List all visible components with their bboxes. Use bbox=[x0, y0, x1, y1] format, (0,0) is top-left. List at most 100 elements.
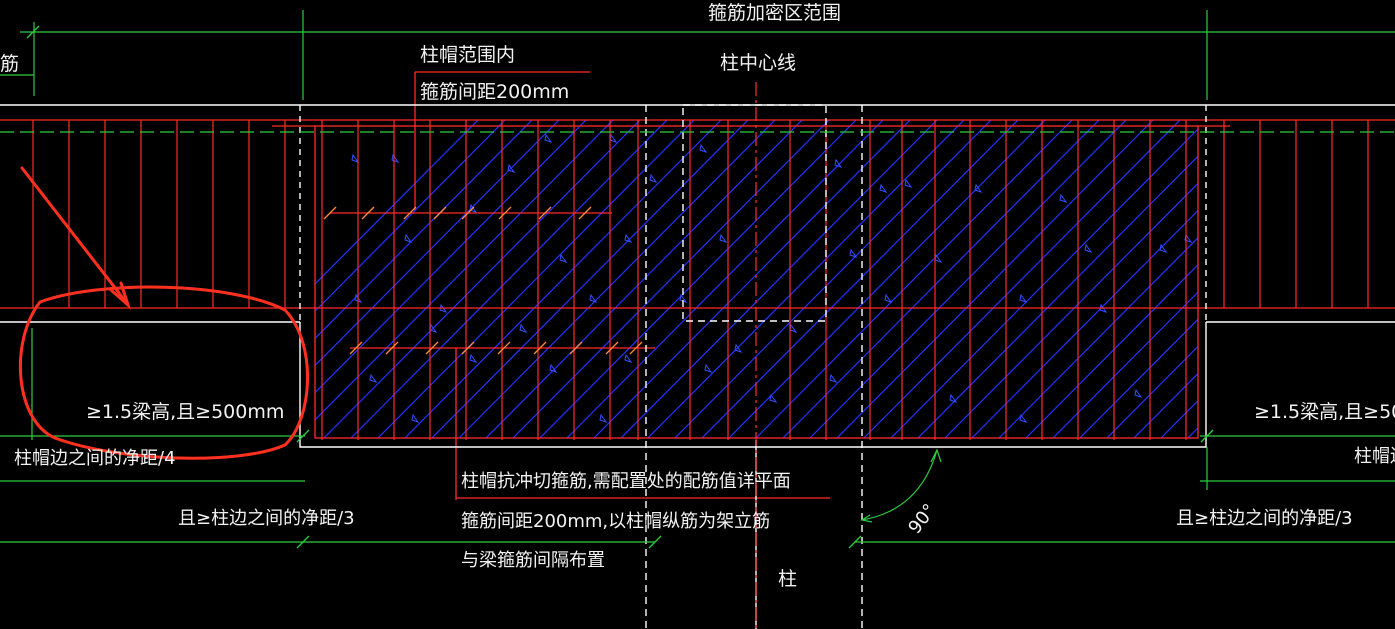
label-shear-line2: 箍筋间距200mm,以柱帽纵筋为架立筋 bbox=[461, 511, 770, 532]
label-dense-zone-range: 箍筋加密区范围 bbox=[708, 2, 841, 24]
dimension-ticks bbox=[26, 25, 1214, 549]
tick bbox=[425, 341, 439, 355]
hatch-line bbox=[647, 120, 965, 438]
tick bbox=[461, 341, 475, 355]
label-right-min-dim: ≥1.5梁高,且≥500 bbox=[1254, 401, 1395, 423]
concrete-triangle bbox=[609, 133, 618, 143]
concrete-triangle bbox=[904, 178, 913, 188]
hatch-line bbox=[890, 128, 1198, 438]
tick bbox=[569, 341, 583, 355]
concrete-triangle bbox=[404, 233, 413, 243]
hatch-line bbox=[315, 120, 587, 394]
concrete-triangle bbox=[391, 153, 400, 163]
label-left-min-dim: ≥1.5梁高,且≥500mm bbox=[86, 401, 284, 423]
hatch-line bbox=[1133, 372, 1198, 438]
tick bbox=[433, 206, 447, 220]
concrete-triangle bbox=[949, 393, 958, 403]
hatch-line bbox=[315, 120, 533, 340]
hatch-line bbox=[971, 209, 1198, 438]
hatch-line bbox=[350, 120, 668, 438]
concrete-triangle bbox=[934, 253, 943, 263]
concrete-triangle bbox=[769, 393, 778, 403]
concrete-triangle bbox=[469, 353, 478, 363]
hatch-line bbox=[1052, 291, 1198, 438]
concrete-triangle bbox=[469, 203, 478, 213]
hatch-line bbox=[458, 120, 776, 438]
concrete-triangle bbox=[624, 233, 633, 243]
concrete-triangle bbox=[834, 158, 843, 168]
concrete-triangle bbox=[1019, 293, 1028, 303]
hatch-line bbox=[1240, 118, 1395, 440]
hatch-line bbox=[1187, 427, 1198, 438]
hatch-line bbox=[1106, 345, 1198, 438]
hatch-line bbox=[323, 120, 641, 438]
tick bbox=[349, 341, 363, 355]
concrete-triangle bbox=[1134, 388, 1143, 398]
concrete-triangle bbox=[411, 413, 420, 423]
hatch-line bbox=[315, 120, 506, 313]
stirrup-ticks bbox=[323, 206, 643, 355]
concrete-triangle bbox=[351, 153, 360, 163]
concrete-triangle bbox=[624, 353, 633, 363]
dimension-lines bbox=[0, 10, 1395, 543]
hatch-line bbox=[1160, 399, 1198, 438]
concrete-triangle bbox=[849, 248, 858, 258]
concrete-triangle bbox=[1059, 193, 1068, 203]
tick bbox=[578, 206, 592, 220]
tick bbox=[461, 206, 475, 220]
hatch-line bbox=[315, 120, 479, 285]
label-within-cap-line2: 箍筋间距200mm bbox=[420, 81, 569, 103]
hatch-line bbox=[782, 120, 1100, 438]
concrete-triangle bbox=[559, 253, 568, 263]
concrete-triangle bbox=[544, 133, 553, 143]
hatch-line bbox=[485, 120, 803, 438]
hatch-line bbox=[566, 120, 884, 438]
concrete-triangle bbox=[829, 373, 838, 383]
concrete-triangle bbox=[884, 293, 893, 303]
label-within-cap-line1: 柱帽范围内 bbox=[420, 44, 515, 66]
tick bbox=[403, 206, 417, 220]
label-left-cap-clear: 柱帽边之间的净距/4 bbox=[14, 448, 176, 469]
concrete-triangle bbox=[704, 363, 713, 373]
tick bbox=[498, 206, 512, 220]
concrete-triangle bbox=[507, 163, 516, 173]
hatch-line bbox=[998, 236, 1198, 438]
concrete-triangle bbox=[649, 173, 658, 183]
hatch-line bbox=[863, 120, 1181, 438]
label-right-col-clear: 且≥柱边之间的净距/3 bbox=[1176, 508, 1353, 529]
hatch-line bbox=[728, 120, 1046, 438]
hatch-line bbox=[755, 120, 1073, 438]
concrete-triangle bbox=[549, 363, 558, 373]
concrete-triangle bbox=[1084, 243, 1093, 253]
label-right-cap-clear: 柱帽边 bbox=[1354, 446, 1395, 467]
concrete-triangle bbox=[589, 293, 598, 303]
hatch-line bbox=[836, 120, 1154, 438]
concrete-triangle bbox=[599, 413, 608, 423]
tick bbox=[533, 341, 547, 355]
concrete-triangle bbox=[699, 143, 708, 153]
tick bbox=[323, 206, 337, 220]
label-cut-edge: 筋 bbox=[0, 53, 19, 75]
hatch-line bbox=[620, 120, 938, 438]
tick bbox=[538, 206, 552, 220]
concrete-triangle bbox=[974, 183, 983, 193]
hatch-line bbox=[404, 120, 722, 438]
tick bbox=[605, 341, 619, 355]
concrete-triangle bbox=[369, 373, 378, 383]
label-column: 柱 bbox=[778, 568, 797, 590]
hatch-line bbox=[377, 120, 695, 438]
hatch-line bbox=[944, 182, 1198, 438]
concrete-triangle bbox=[719, 233, 728, 243]
hatch-line bbox=[809, 120, 1127, 438]
concrete-triangle bbox=[1019, 413, 1028, 423]
hatch-line bbox=[593, 120, 911, 438]
hatch-line bbox=[539, 120, 857, 438]
tick bbox=[629, 341, 643, 355]
label-shear-line1: 柱帽抗冲切箍筋,需配置处的配筋值详平面 bbox=[461, 471, 791, 492]
concrete-triangle bbox=[519, 323, 528, 333]
red-annotation bbox=[18, 166, 310, 460]
label-shear-line3: 与梁箍筋间隔布置 bbox=[461, 550, 605, 571]
hatch-line bbox=[431, 120, 749, 438]
column-cap-hatch bbox=[315, 118, 1395, 440]
